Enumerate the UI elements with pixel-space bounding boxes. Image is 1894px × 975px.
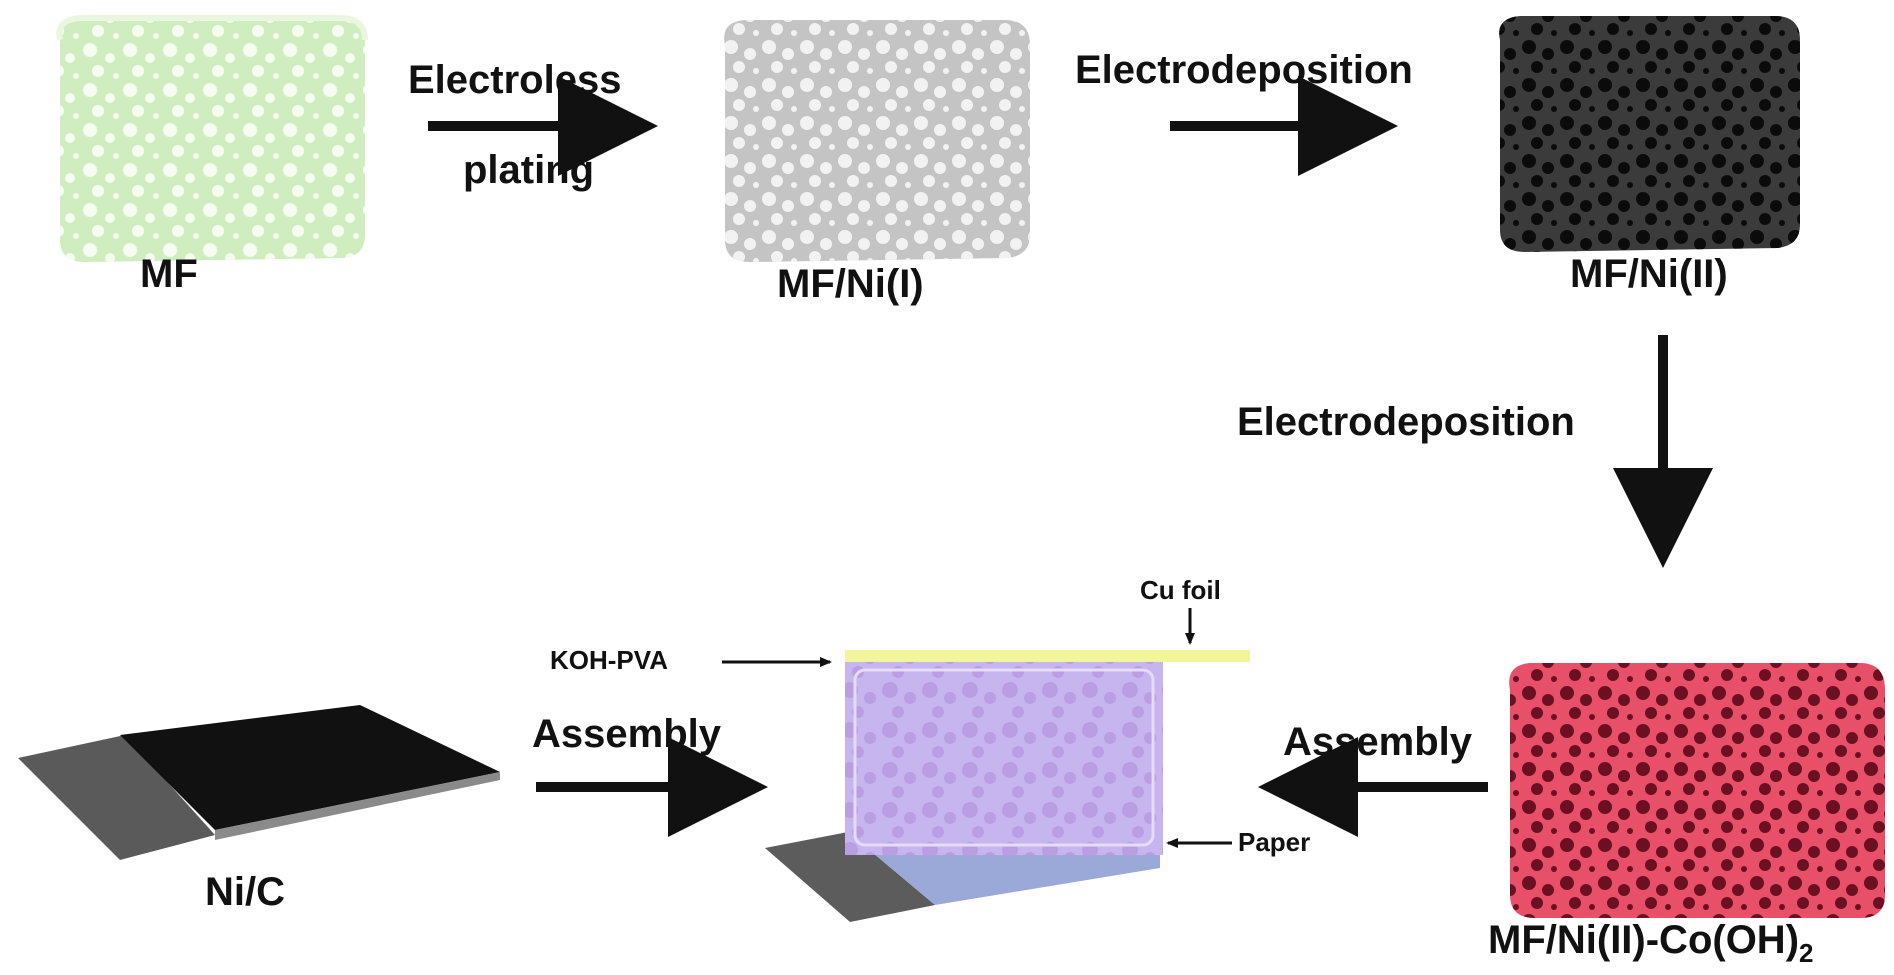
label-mf: MF [140,252,198,296]
sponge-mf-ni-ii-co [1509,663,1885,918]
label-electrodeposition-top: Electrodeposition [1075,48,1413,92]
label-mf-ni-ii-co: MF/Ni(II)-Co(OH)2 [1488,918,1814,968]
sponge-mf-ni-i [724,20,1030,262]
label-mf-ni-ii: MF/Ni(II) [1570,252,1728,296]
label-plating: plating [463,148,595,192]
assembled-device [765,650,1250,922]
label-mf-ni-i: MF/Ni(I) [777,262,924,306]
label-assembly-left: Assembly [532,712,721,756]
label-assembly-right: Assembly [1283,720,1472,764]
label-ni-c: Ni/C [205,870,285,914]
label-electroless: Electroless [408,58,622,102]
label-koh-pva: KOH-PVA [550,645,668,675]
sponge-mf [56,15,368,262]
label-cu-foil: Cu foil [1140,575,1221,605]
label-paper: Paper [1238,827,1311,857]
sponge-mf-ni-ii [1499,16,1800,252]
label-electrodeposition-right: Electrodeposition [1237,400,1575,444]
ni-c-electrode [18,705,500,860]
